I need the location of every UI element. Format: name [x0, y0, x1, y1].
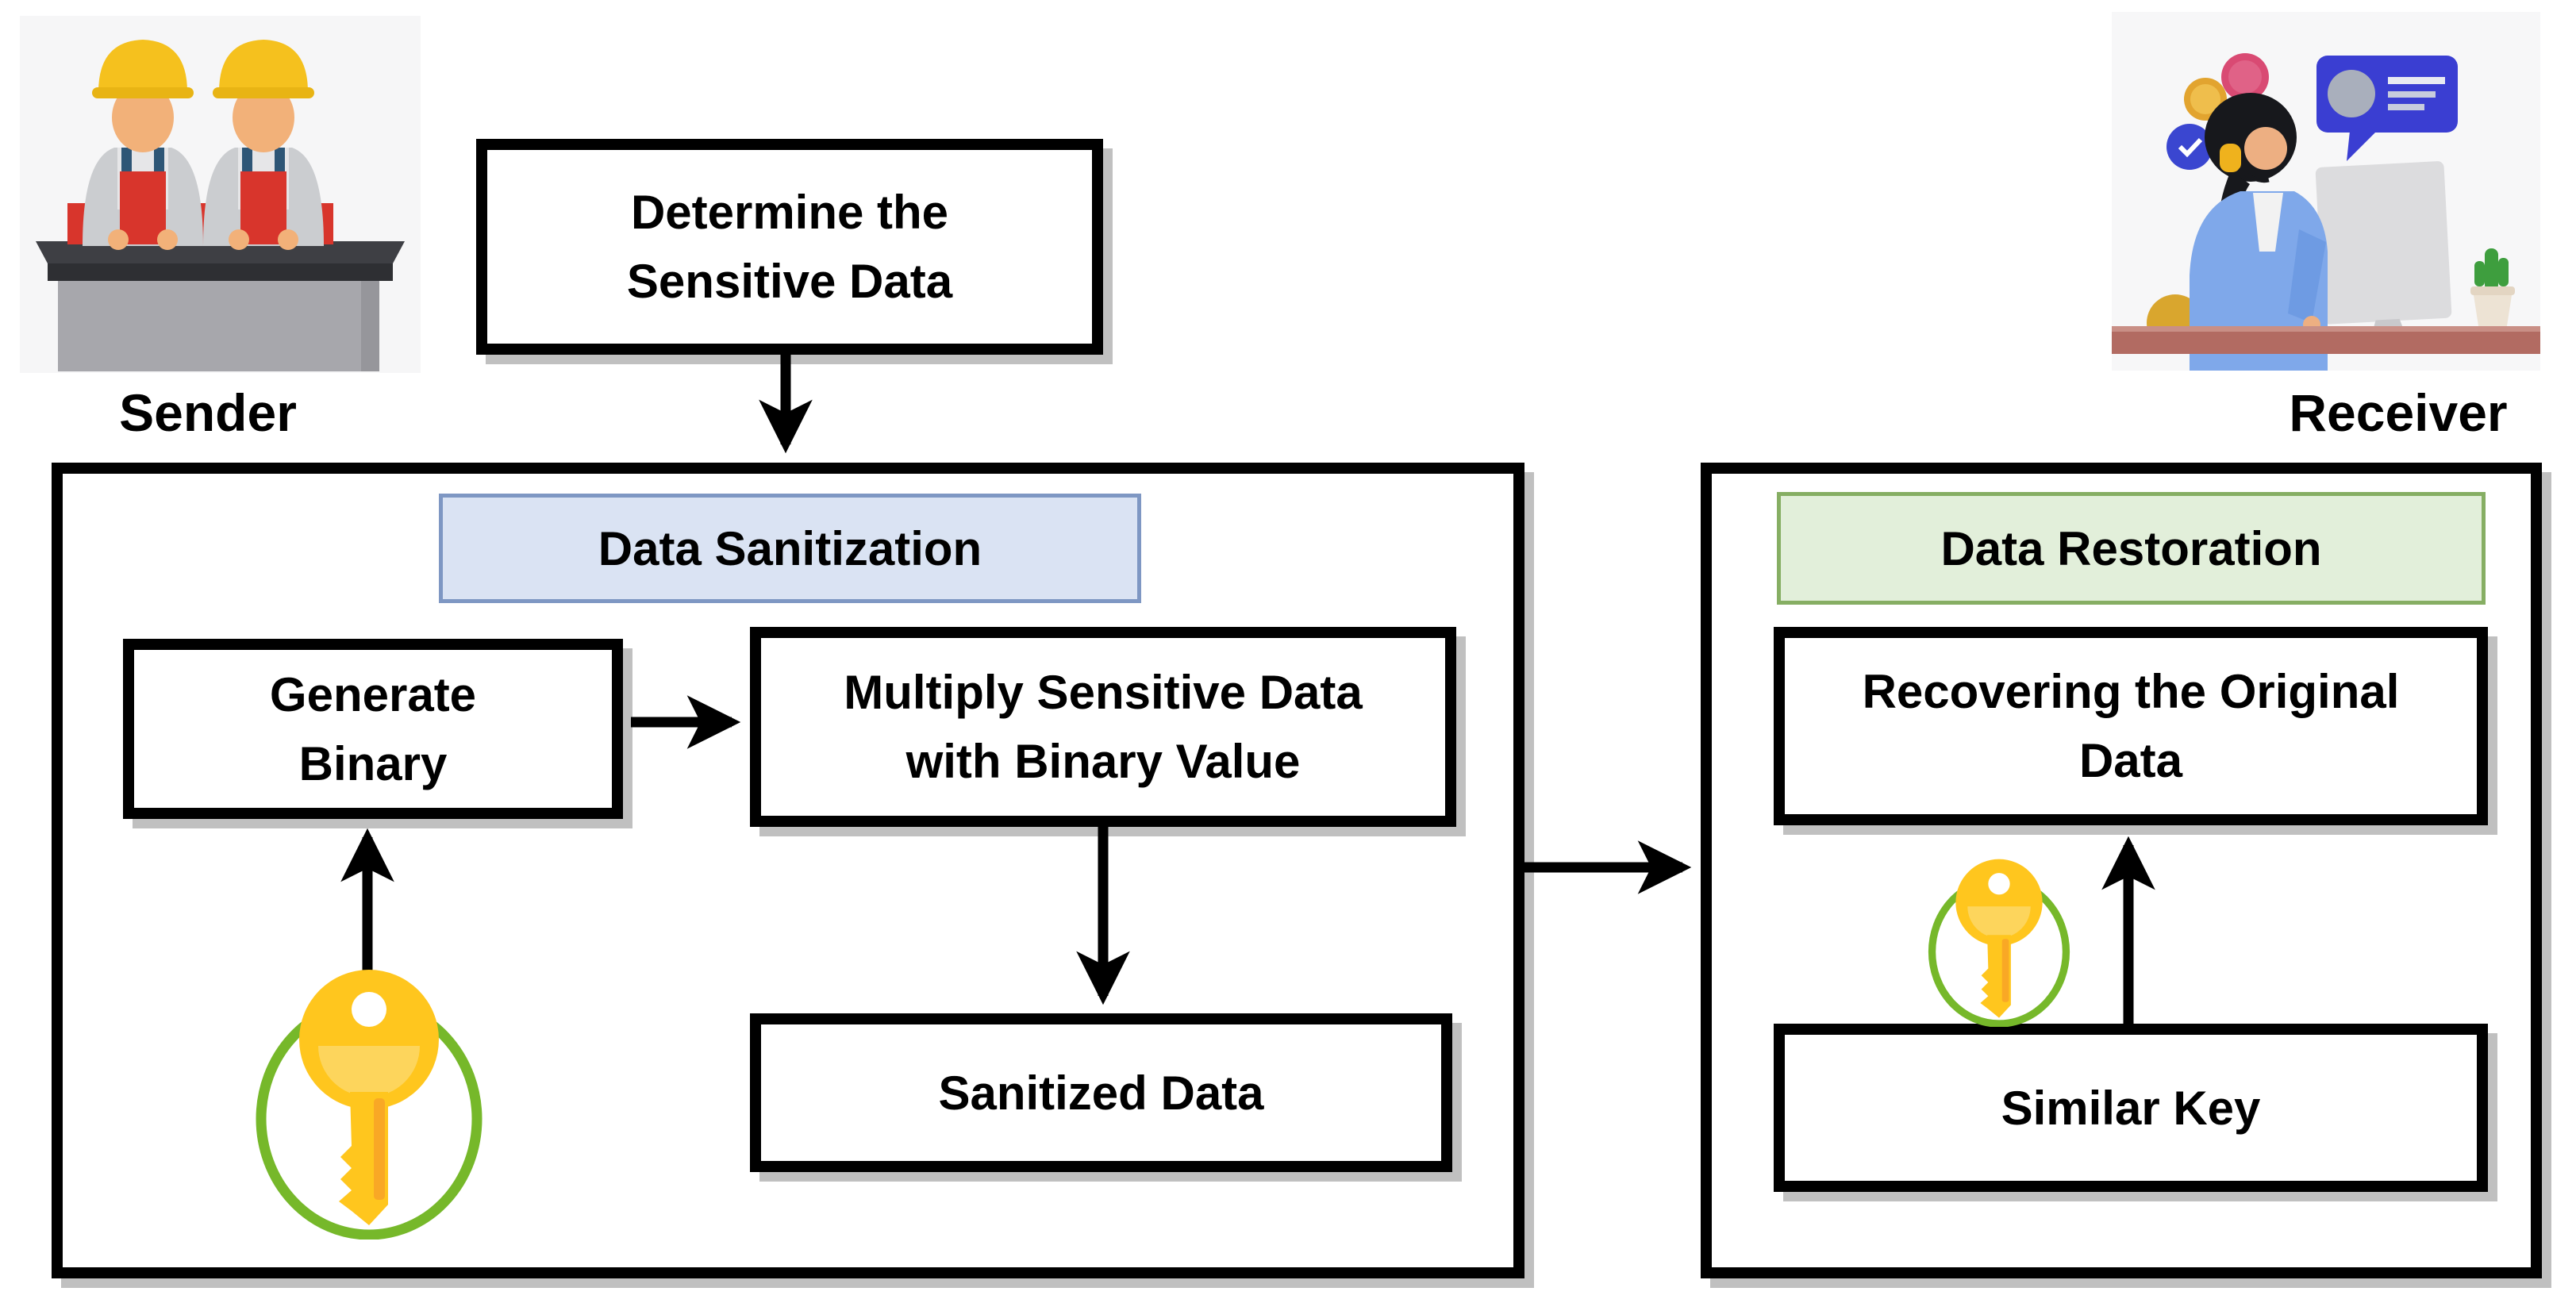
- similar-key-box: Similar Key: [1774, 1024, 2488, 1192]
- multiply-sensitive-data-box: Multiply Sensitive Data with Binary Valu…: [750, 627, 1456, 827]
- construction-workers-icon: [20, 16, 421, 373]
- sender-label: Sender: [119, 383, 297, 442]
- recovering-original-data-box: Recovering the Original Data: [1774, 627, 2488, 825]
- key-in-green-circle-icon: [256, 970, 483, 1240]
- generate-binary-box: Generate Binary: [123, 639, 623, 819]
- sanitized-data-box: Sanitized Data: [750, 1013, 1452, 1172]
- data-restoration-header: Data Restoration: [1777, 492, 2486, 605]
- key-in-green-circle-icon: [1928, 859, 2070, 1027]
- receiver-label: Receiver: [2289, 383, 2508, 442]
- determine-sensitive-data-box: Determine the Sensitive Data: [476, 139, 1103, 355]
- data-sanitization-header: Data Sanitization: [439, 494, 1141, 603]
- operator-at-computer-icon: [2112, 12, 2540, 371]
